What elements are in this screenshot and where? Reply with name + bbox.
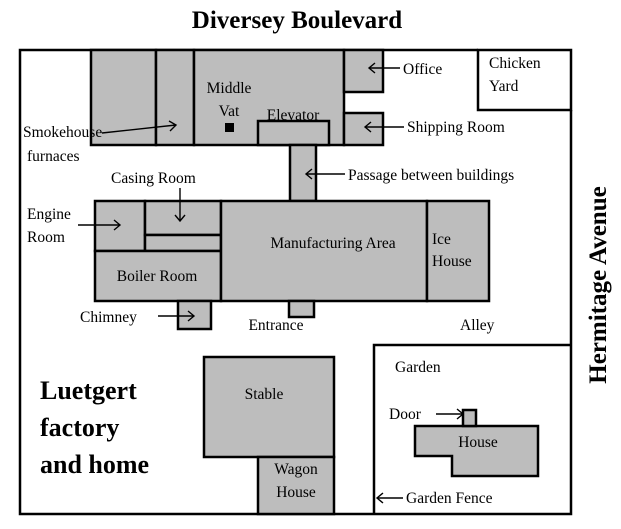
arrow-office	[367, 62, 400, 74]
garden-fence	[372, 343, 571, 514]
arrow-door	[436, 408, 465, 420]
stable	[202, 355, 336, 459]
middle-vat-label-1: Middle	[207, 80, 252, 97]
stable-label: Stable	[245, 386, 284, 403]
house-door	[461, 408, 478, 428]
factory-title-line-1: Luetgert	[40, 376, 137, 405]
garden-label: Garden	[395, 359, 441, 376]
wagon-house	[256, 455, 336, 516]
engine-room-label-2: Room	[27, 229, 65, 246]
smokehouse-block	[89, 48, 158, 147]
chimney	[176, 299, 213, 331]
middle-vat-label-2: Vat	[219, 103, 240, 120]
passage-between-buildings	[288, 143, 318, 203]
street-label-north: Diversey Boulevard	[192, 7, 402, 34]
factory-title-line-3: and home	[40, 450, 149, 479]
office-room	[342, 48, 385, 94]
ice-house-label-1: Ice	[432, 231, 451, 248]
chicken-yard-label-2: Yard	[489, 78, 519, 95]
arrow-passage	[304, 168, 345, 180]
elevator-label: Elevator	[267, 107, 320, 124]
shipping-room-label: Shipping Room	[407, 119, 505, 136]
chicken-yard	[476, 48, 573, 112]
casing-room-label: Casing Room	[111, 170, 196, 187]
boiler-room-label: Boiler Room	[117, 268, 198, 285]
door-label: Door	[389, 406, 422, 423]
arrow-chimney	[158, 310, 196, 322]
elevator-shaft	[256, 119, 331, 147]
entrance-label: Entrance	[248, 317, 303, 334]
arrow-garden-fence	[375, 492, 403, 504]
chicken-yard-label-1: Chicken	[489, 55, 541, 72]
entrance-step	[287, 299, 316, 319]
chimney-label: Chimney	[80, 309, 137, 326]
factory-title-line-2: factory	[40, 413, 119, 442]
office-label: Office	[403, 61, 442, 78]
shipping-room	[342, 111, 385, 147]
arrow-casing-room	[174, 188, 186, 223]
ice-house	[425, 199, 491, 303]
smokehouse-furnace	[154, 48, 196, 147]
factory-connector	[143, 233, 223, 253]
engine-room	[93, 199, 147, 253]
garden-fence-label: Garden Fence	[406, 490, 493, 507]
arrow-smokehouse	[101, 120, 178, 134]
smokehouse-label-1: Smokehouse	[23, 124, 102, 141]
wagon-house-label-2: House	[276, 484, 316, 501]
house	[413, 424, 540, 478]
arrow-shipping-room	[363, 121, 404, 133]
street-label-east: Hermitage Avenue	[585, 186, 612, 383]
engine-room-label-1: Engine	[27, 206, 71, 223]
alley-label: Alley	[460, 317, 495, 334]
arrow-engine-room	[78, 219, 122, 231]
middle-vat-marker	[225, 123, 234, 132]
house-label: House	[458, 434, 498, 451]
manufacturing-area-label: Manufacturing Area	[270, 235, 395, 252]
wagon-house-label-1: Wagon	[274, 461, 318, 478]
passage-label: Passage between buildings	[348, 167, 514, 184]
smokehouse-label-2: furnaces	[27, 148, 80, 165]
manufacturing-area	[219, 199, 429, 303]
ice-house-label-2: House	[432, 253, 472, 270]
